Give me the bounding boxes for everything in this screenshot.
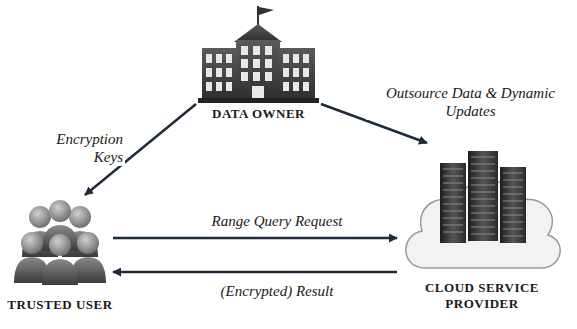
flow-label: Range Query Request	[160, 212, 394, 230]
users-icon	[10, 195, 110, 295]
actor-node: DATA OWNER	[196, 4, 321, 122]
flow-label: Outsource Data & Dynamic Updates	[366, 84, 575, 120]
actor-name: CLOUD SERVICE PROVIDER	[397, 280, 567, 313]
actor-node: TRUSTED USER	[7, 195, 113, 313]
actor-node: CLOUD SERVICE PROVIDER	[397, 143, 567, 313]
flow-arrow	[113, 271, 397, 274]
flow-label: (Encrypted) Result	[160, 282, 394, 300]
flow-arrow	[113, 237, 397, 240]
flow-label: Encryption Keys	[41, 130, 125, 166]
actor-name: TRUSTED USER	[7, 297, 113, 313]
building-icon	[196, 4, 321, 104]
actor-name: DATA OWNER	[196, 106, 321, 122]
cloud-servers-icon	[400, 143, 565, 278]
